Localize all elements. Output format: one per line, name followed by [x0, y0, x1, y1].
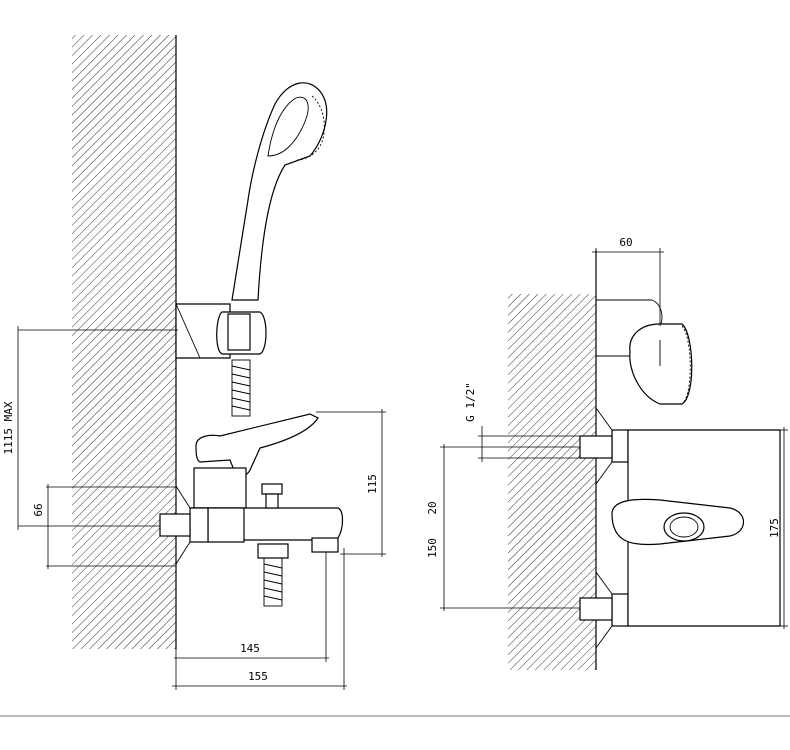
dim-label-150: 150 [426, 538, 439, 558]
dimension-175: 175 [768, 427, 788, 629]
dimension-155: 155 [172, 548, 347, 690]
dim-label-66: 66 [32, 503, 45, 516]
dimension-66: 66 [32, 484, 176, 569]
dim-label-155: 155 [248, 670, 268, 683]
dimension-60: 60 [592, 236, 664, 326]
right-view: 60 G 1/2" 20 150 175 [426, 236, 788, 670]
dimension-20: 20 [426, 501, 439, 514]
dim-label-175: 175 [768, 518, 781, 538]
shower-hose-lower [263, 557, 283, 607]
dim-label-thread: G 1/2" [464, 382, 477, 422]
dim-label-1115: 1115 MAX [2, 401, 15, 454]
dim-label-145: 145 [240, 642, 260, 655]
shower-bracket [175, 303, 267, 359]
dimension-145: 145 [174, 552, 329, 662]
dimension-150: 150 [426, 444, 580, 611]
dim-label-115: 115 [366, 474, 379, 494]
shower-hose-upper [231, 359, 251, 417]
dim-label-20: 20 [426, 501, 439, 514]
hand-shower [231, 82, 328, 301]
dimension-thread: G 1/2" [464, 382, 580, 462]
wall-hatch-left [72, 35, 176, 649]
dimension-115: 115 [316, 409, 386, 557]
mixer-front [579, 407, 781, 649]
dimension-1115: 1115 MAX [2, 326, 178, 530]
wall-flange-left [175, 485, 191, 565]
left-view: 1115 MAX 66 115 145 155 [2, 35, 386, 690]
dim-label-60: 60 [619, 236, 632, 249]
shower-head-side [596, 299, 693, 405]
mixer-body [159, 413, 344, 559]
